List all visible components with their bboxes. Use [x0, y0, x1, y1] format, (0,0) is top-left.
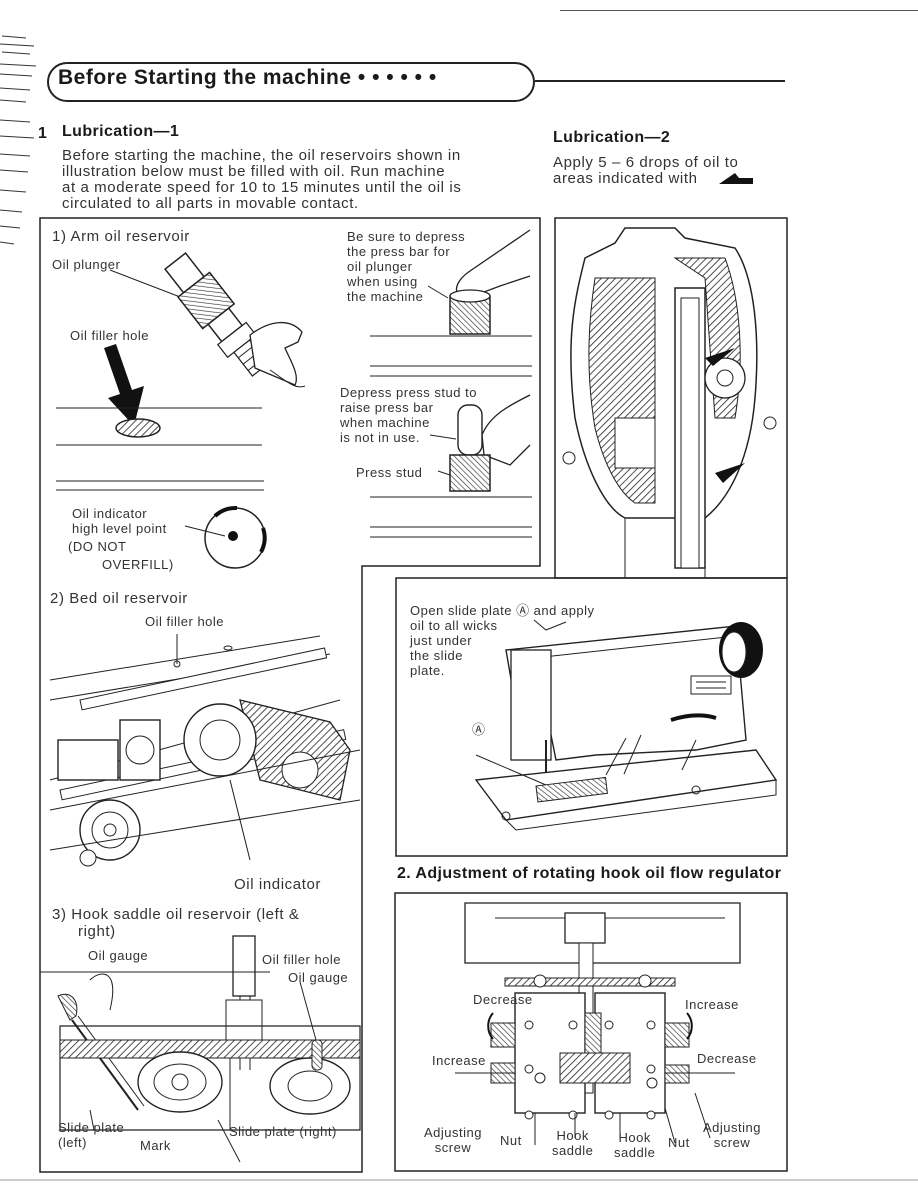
- oil-gauge-right-label: Oil gauge: [288, 970, 349, 985]
- intro-line: Before starting the machine, the oil res…: [62, 147, 461, 164]
- decrease-left-label: Decrease: [473, 992, 533, 1007]
- label-line: Adjusting: [424, 1125, 482, 1140]
- text-line: Apply 5 – 6 drops of oil to: [553, 154, 739, 171]
- oil-can-icon: [719, 173, 753, 184]
- bed-reservoir-illustration: [49, 634, 361, 867]
- intro-line: at a moderate speed for 10 to 15 minutes…: [62, 179, 462, 196]
- label-line: saddle: [614, 1145, 656, 1160]
- slide-plate-left-label: Slide plate (left): [58, 1120, 124, 1150]
- heading-line: right): [78, 923, 116, 940]
- note-line: is not in use.: [340, 430, 420, 445]
- arm-cutaway-illustration: [562, 227, 777, 578]
- nut-left-label: Nut: [500, 1133, 522, 1148]
- press-stud-label: Press stud: [356, 465, 423, 480]
- text-line: areas indicated with: [553, 171, 813, 187]
- section-title-adjustment: 2. Adjustment of rotating hook oil flow …: [397, 865, 782, 882]
- note-line: when machine: [340, 415, 430, 430]
- adjusting-screw-left-label: Adjusting screw: [424, 1125, 482, 1155]
- slide-plate-right-label: Slide plate (right): [229, 1124, 337, 1139]
- note-line: OVERFILL): [102, 557, 174, 572]
- press-bar-illustration: [370, 229, 532, 377]
- label-line: Adjusting: [703, 1120, 761, 1135]
- text-span: areas indicated with: [553, 170, 698, 187]
- oil-plunger-label: Oil plunger: [52, 257, 121, 272]
- press-stud-illustration: [370, 394, 532, 538]
- label-line: Hook: [618, 1130, 651, 1145]
- note-line: Be sure to depress: [347, 229, 466, 244]
- note-line: Oil indicator: [72, 506, 148, 521]
- lubrication-2-text: Apply 5 – 6 drops of oil to areas indica…: [553, 155, 813, 187]
- increase-right-label: Increase: [685, 997, 739, 1012]
- intro-line: illustration below must be filled with o…: [62, 163, 446, 180]
- hook-saddle-left-label: Hook saddle: [552, 1128, 593, 1158]
- marker-a: Ⓐ: [472, 722, 486, 737]
- label-line: screw: [713, 1135, 751, 1150]
- hook-saddle-heading: 3) Hook saddle oil reservoir (left & rig…: [52, 906, 300, 940]
- note-line: high level point: [72, 521, 167, 536]
- oil-flow-regulator-illustration: [455, 902, 741, 1145]
- intro-line: circulated to all parts in movable conta…: [62, 195, 359, 212]
- header-rule: [535, 80, 785, 82]
- bed-oil-indicator-label: Oil indicator: [234, 876, 321, 893]
- increase-left-label: Increase: [432, 1053, 486, 1068]
- lubrication-1-intro: Before starting the machine, the oil res…: [62, 148, 542, 212]
- decrease-right-label: Decrease: [697, 1051, 757, 1066]
- mark-label: Mark: [140, 1138, 171, 1153]
- note-line: the press bar for: [347, 244, 451, 259]
- nut-right-label: Nut: [668, 1135, 690, 1150]
- note-line: the machine: [347, 289, 424, 304]
- hook-oil-filler-hole-label: Oil filler hole: [262, 952, 342, 967]
- adjusting-screw-right-label: Adjusting screw: [703, 1120, 761, 1150]
- heading-line: 3) Hook saddle oil reservoir (left &: [52, 906, 300, 923]
- oil-gauge-left-label: Oil gauge: [88, 948, 149, 963]
- top-divider: [560, 10, 918, 11]
- solid-arrow-icon: [104, 344, 144, 426]
- arm-reservoir-heading: 1) Arm oil reservoir: [52, 228, 190, 245]
- page-title: Before Starting the machine • • • • • •: [58, 66, 437, 89]
- section-title-lubrication-1: Lubrication—1: [62, 123, 180, 140]
- binding-edge-artifact: [0, 35, 37, 245]
- label-line: (left): [58, 1135, 87, 1150]
- label-line: Slide plate: [58, 1120, 125, 1135]
- note-line: the slide: [410, 648, 463, 663]
- sight-glass-lines: [56, 480, 264, 491]
- note-line: oil plunger: [347, 259, 413, 274]
- label-line: screw: [434, 1140, 472, 1155]
- label-line: saddle: [552, 1143, 594, 1158]
- note-line: (DO NOT: [68, 539, 127, 554]
- hook-saddle-right-label: Hook saddle: [614, 1130, 655, 1160]
- oil-filler-hole-label: Oil filler hole: [70, 328, 150, 343]
- oil-indicator-note: Oil indicator high level point (DO NOT O…: [68, 506, 174, 572]
- press-bar-note: Be sure to depress the press bar for oil…: [347, 229, 465, 304]
- note-line: raise press bar: [340, 400, 434, 415]
- note-line: oil to all wicks: [410, 618, 498, 633]
- sewing-machine-illustration: [474, 619, 778, 831]
- section-title-lubrication-2: Lubrication—2: [553, 129, 671, 146]
- press-stud-note: Depress press stud to raise press bar wh…: [340, 385, 477, 445]
- bed-reservoir-heading: 2) Bed oil reservoir: [50, 590, 188, 607]
- oil-indicator-gauge: [184, 505, 267, 569]
- oil-plunger-illustration: [56, 252, 306, 446]
- slide-plate-note: Open slide plate Ⓐ and apply oil to all …: [410, 603, 595, 678]
- hook-saddle-illustration: [40, 935, 361, 1163]
- note-line: when using: [347, 274, 418, 289]
- note-line: Depress press stud to: [340, 385, 477, 400]
- note-line: just under: [410, 633, 473, 648]
- bed-oil-filler-hole-label: Oil filler hole: [145, 614, 225, 629]
- note-line: Open slide plate Ⓐ and apply: [410, 603, 595, 618]
- note-line: plate.: [410, 663, 445, 678]
- section-number: 1: [38, 125, 47, 142]
- label-line: Hook: [556, 1128, 589, 1143]
- header-banner: [47, 62, 535, 102]
